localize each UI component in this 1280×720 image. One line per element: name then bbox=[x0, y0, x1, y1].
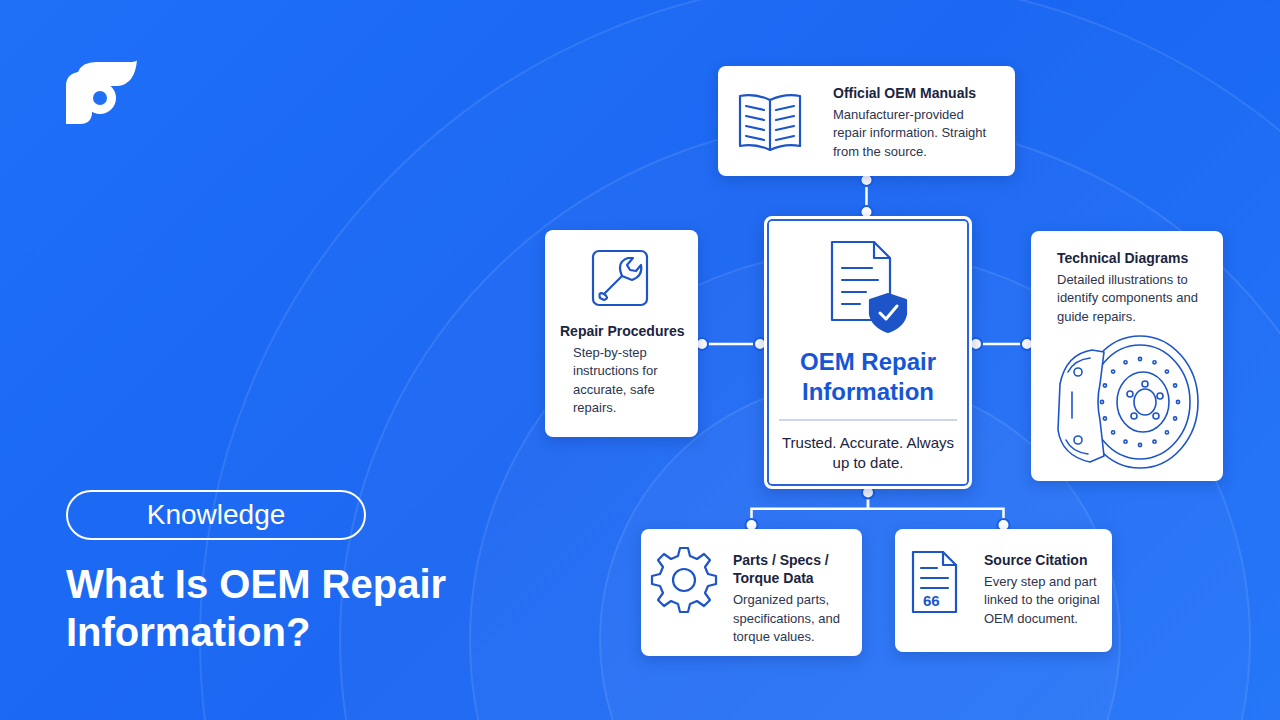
info-box: Source CitationEvery step and part linke… bbox=[895, 529, 1112, 652]
central-tagline: Trusted. Accurate. Always up to date. bbox=[779, 419, 957, 474]
box-description: Every step and part linked to the origin… bbox=[984, 573, 1100, 628]
page-title: What Is OEM Repair Information? bbox=[66, 560, 536, 656]
box-heading: Source Citation bbox=[984, 551, 1100, 569]
central-box: OEM Repair InformationTrusted. Accurate.… bbox=[764, 216, 972, 489]
info-box: Technical DiagramsDetailed illustrations… bbox=[1031, 231, 1223, 481]
box-heading: Official OEM Manuals bbox=[833, 84, 999, 102]
quote-glyph: 66 bbox=[923, 592, 940, 609]
category-label: Knowledge bbox=[147, 499, 286, 531]
box-description: Organized parts, specifications, and tor… bbox=[733, 591, 850, 646]
logo bbox=[66, 60, 137, 124]
box-heading: Parts / Specs / Torque Data bbox=[733, 551, 850, 587]
category-pill: Knowledge bbox=[66, 490, 366, 540]
box-heading: Repair Procedures bbox=[560, 322, 688, 340]
box-description: Step-by-step instructions for accurate, … bbox=[573, 344, 688, 417]
info-box: Repair ProceduresStep-by-step instructio… bbox=[545, 230, 698, 437]
info-box: Official OEM ManualsManufacturer-provide… bbox=[718, 66, 1015, 176]
connector-line bbox=[752, 489, 869, 530]
central-title: OEM Repair Information bbox=[779, 347, 957, 407]
connector-line bbox=[868, 489, 1004, 530]
box-description: Manufacturer-provided repair information… bbox=[833, 106, 999, 161]
box-description: Detailed illustrations to identify compo… bbox=[1057, 271, 1209, 326]
box-heading: Technical Diagrams bbox=[1057, 249, 1209, 267]
info-box: Parts / Specs / Torque DataOrganized par… bbox=[641, 529, 862, 656]
